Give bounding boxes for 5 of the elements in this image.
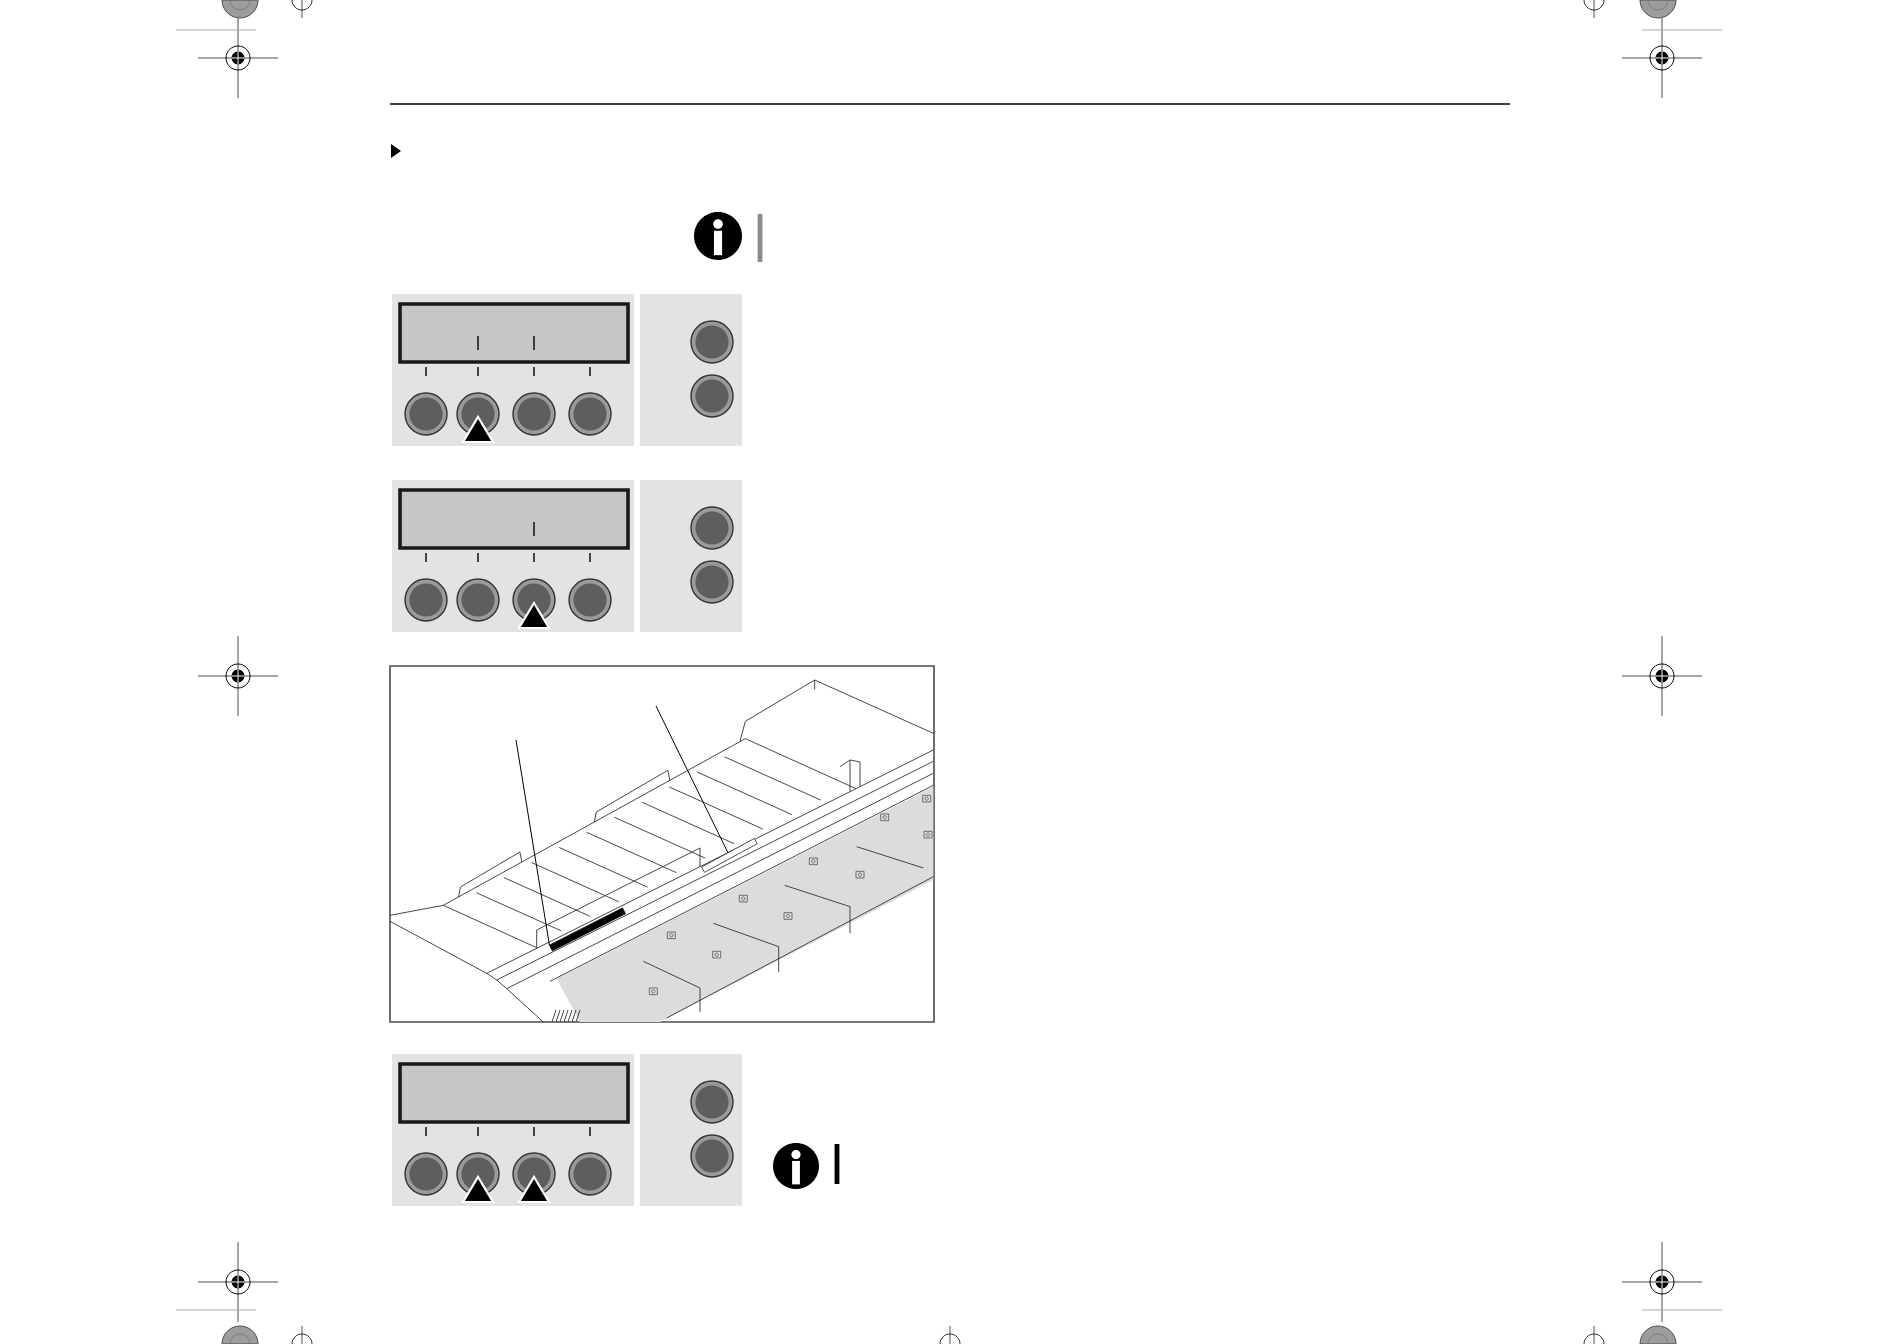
- scale-strip: [549, 907, 626, 952]
- leader-line: [655, 705, 729, 854]
- leader-line: [515, 739, 550, 946]
- printer-illustration: [389, 665, 935, 1023]
- guide-edge: [701, 838, 758, 873]
